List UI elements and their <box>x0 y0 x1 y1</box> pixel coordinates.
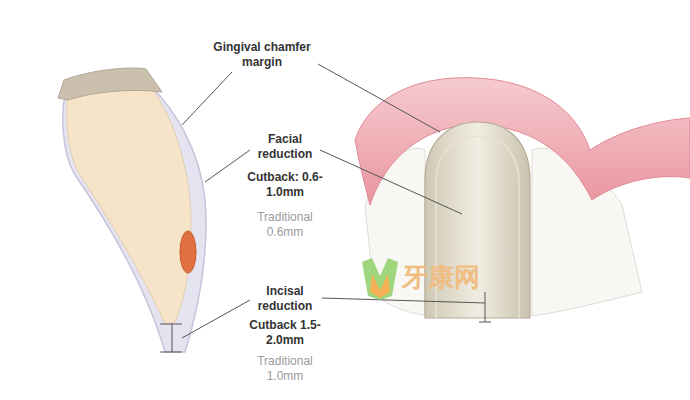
leader-lines <box>182 64 485 338</box>
callout-label: Cutback 1.5-2.0mm <box>243 318 327 348</box>
callout-label: Incisal reduction <box>245 284 325 314</box>
watermark-logo <box>362 258 398 300</box>
arch-view <box>355 78 690 322</box>
watermark: 牙康网 <box>402 262 480 292</box>
callout-label: Traditional 0.6mm <box>243 210 327 240</box>
callout-label: Facial reduction <box>245 132 325 162</box>
callout-label: Cutback: 0.6-1.0mm <box>243 170 327 200</box>
tooth-section <box>58 68 206 352</box>
callout-label: Gingival chamfer margin <box>200 40 324 70</box>
callout-label: Traditional 1.0mm <box>243 354 327 384</box>
